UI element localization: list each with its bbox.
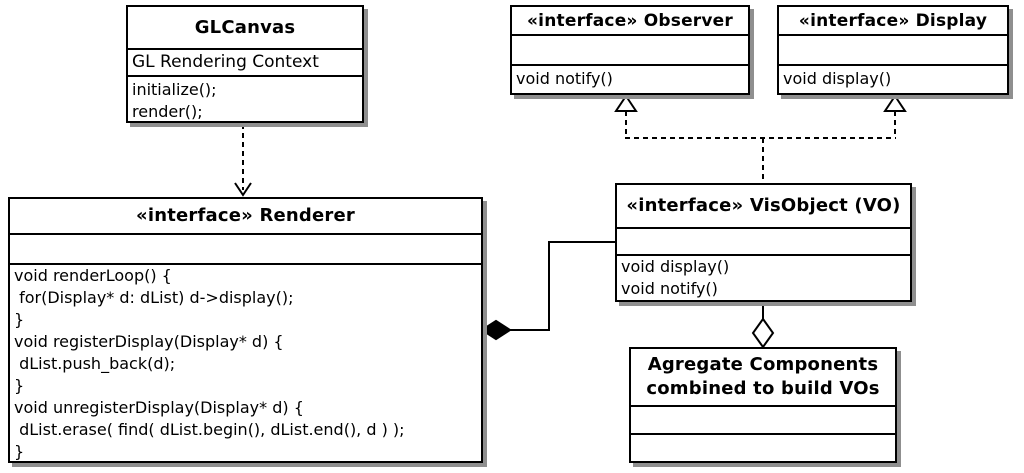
attributes-section xyxy=(631,405,895,433)
method-line: for(Display* d: dList) d->display(); xyxy=(14,287,294,307)
attributes-section xyxy=(779,34,1007,64)
class-title-line: Agregate Components xyxy=(647,354,879,375)
attributes-section: GL Rendering Context xyxy=(128,48,362,74)
method-line: void display() xyxy=(783,69,892,88)
realization-link-visobject-to-display xyxy=(883,94,907,138)
hollow-diamond-icon xyxy=(751,317,775,349)
class-box-display: «interface» Display void display() xyxy=(777,5,1009,95)
composition-link-renderer-to-visobject xyxy=(480,241,615,341)
methods-section: initialize(); render(); xyxy=(128,74,362,121)
attributes-section xyxy=(512,34,748,64)
methods-section: void notify() xyxy=(512,64,748,93)
method-line: dList.push_back(d); xyxy=(14,353,176,373)
dependency-arrow-glcanvas-to-renderer xyxy=(234,124,252,197)
methods-section: void renderLoop() { for(Display* d: dLis… xyxy=(10,262,481,461)
realization-link-visobject-to-observer xyxy=(614,94,638,138)
methods-section: void display() void notify() xyxy=(617,254,910,300)
class-box-visobject: «interface» VisObject (VO) void display(… xyxy=(615,183,912,302)
method-line: void unregisterDisplay(Display* d) { xyxy=(14,397,304,417)
attributes-section xyxy=(10,232,481,263)
class-title: GLCanvas xyxy=(194,17,296,39)
class-box-renderer: «interface» Renderer void renderLoop() {… xyxy=(8,197,483,463)
class-title: «interface» Observer xyxy=(527,10,733,31)
method-line: } xyxy=(14,441,25,461)
methods-section: void display() xyxy=(779,64,1007,93)
class-box-observer: «interface» Observer void notify() xyxy=(510,5,750,95)
method-line: void display() xyxy=(621,257,730,277)
realization-shared-segment xyxy=(625,137,896,183)
hollow-triangle-icon xyxy=(614,94,638,112)
method-line: void registerDisplay(Display* d) { xyxy=(14,331,284,351)
method-line: } xyxy=(14,375,25,395)
attributes-section xyxy=(617,226,910,255)
attribute-line: GL Rendering Context xyxy=(132,52,319,73)
method-line: render(); xyxy=(132,101,203,121)
filled-diamond-icon xyxy=(480,319,512,341)
class-box-glcanvas: GLCanvas GL Rendering Context initialize… xyxy=(126,5,364,123)
class-title: «interface» VisObject (VO) xyxy=(626,195,901,217)
method-line: void notify() xyxy=(516,69,613,88)
aggregation-link-visobject-to-aggregate xyxy=(751,302,775,349)
class-title: «interface» Display xyxy=(798,10,988,31)
method-line: initialize(); xyxy=(132,79,217,99)
hollow-triangle-icon xyxy=(883,94,907,112)
method-line: } xyxy=(14,309,25,329)
method-line: void notify() xyxy=(621,279,718,299)
class-title: «interface» Renderer xyxy=(136,205,355,227)
class-title-line: combined to build VOs xyxy=(646,378,880,399)
method-line: void renderLoop() { xyxy=(14,265,172,285)
method-line: dList.erase( find( dList.begin(), dList.… xyxy=(14,419,405,439)
class-title: Agregate Components combined to build VO… xyxy=(631,349,895,405)
class-box-aggregate-components: Agregate Components combined to build VO… xyxy=(629,347,897,463)
methods-section xyxy=(631,433,895,461)
